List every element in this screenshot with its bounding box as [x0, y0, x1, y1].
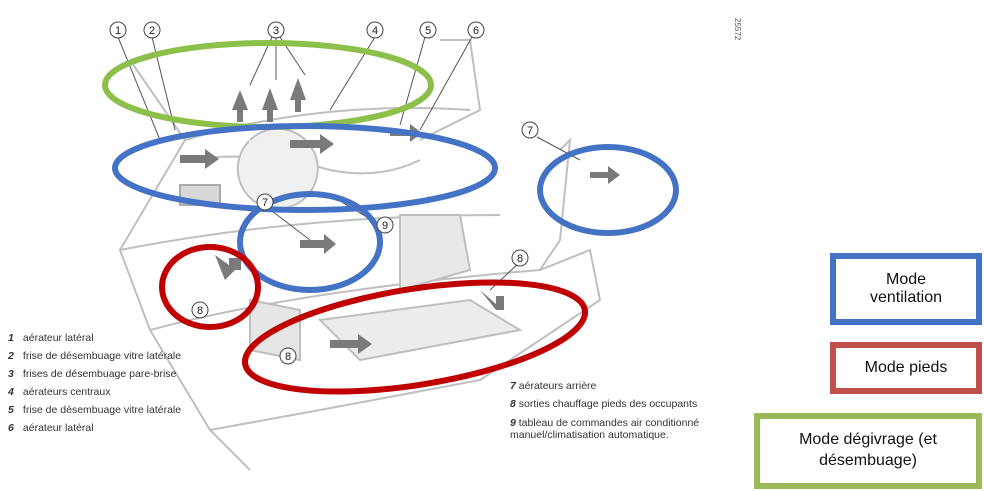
callout-2: 2	[143, 21, 161, 39]
ventilation-zone-ellipse-dashboard	[112, 123, 498, 213]
ventilation-zone-ellipse-rear	[537, 144, 679, 236]
callout-8-floor: 8	[279, 347, 297, 365]
legend-item: 6 aérateur latéral	[8, 422, 94, 434]
legend-item: 5 frise de désembuage vitre latérale	[8, 404, 182, 416]
legend-item: 8 sorties chauffage pieds des occupants	[510, 398, 698, 411]
legend-item: 7 aérateurs arrière	[510, 380, 597, 392]
ventilation-zone-ellipse-center	[237, 191, 383, 293]
legend-item: 1 aérateur latéral	[8, 332, 94, 344]
svg-text:5: 5	[425, 25, 431, 37]
feet-zone-ellipse-left	[159, 244, 261, 330]
mode-ventilation-label: Mode ventilation	[869, 271, 943, 306]
svg-text:6: 6	[473, 25, 479, 37]
callout-circles: 1 2 3 4 5 6 7 7 8 8 8 9	[109, 21, 539, 365]
legend-right: 7 aérateurs arrière 8 sorties chauffage …	[510, 380, 750, 442]
legend-item: 3 frises de désembuage pare-brise	[8, 368, 177, 380]
mode-feet-box: Mode pieds	[830, 342, 982, 394]
callout-1: 1	[109, 21, 127, 39]
callout-4: 4	[366, 21, 384, 39]
svg-text:8: 8	[517, 253, 523, 265]
legend-item: 9 tableau de commandes air conditionné m…	[510, 416, 700, 442]
callout-3: 3	[267, 21, 285, 39]
svg-text:8: 8	[197, 305, 203, 317]
legend-left: 1 aérateur latéral 2 frise de désembuage…	[8, 333, 248, 453]
svg-text:7: 7	[527, 125, 533, 137]
svg-text:9: 9	[382, 220, 388, 232]
legend-item: 4 aérateurs centraux	[8, 386, 111, 398]
mode-feet-label: Mode pieds	[864, 359, 948, 376]
mode-defrost-box: Mode dégivrage (et désembuage)	[754, 413, 982, 489]
feet-zone-ellipse-floor	[241, 279, 589, 395]
svg-text:8: 8	[285, 351, 291, 363]
air-flow-arrows	[180, 78, 620, 354]
callout-7-center: 7	[256, 193, 274, 211]
legend-item: 2 frise de désembuage vitre latérale	[8, 350, 182, 362]
svg-text:3: 3	[273, 25, 279, 37]
svg-text:1: 1	[115, 25, 121, 37]
callout-7-rear: 7	[521, 121, 539, 139]
callout-8-left: 8	[191, 301, 209, 319]
callout-6: 6	[467, 21, 485, 39]
callout-5: 5	[419, 21, 437, 39]
callout-9: 9	[376, 216, 394, 234]
mode-defrost-label: Mode dégivrage (et désembuage)	[799, 431, 937, 469]
svg-text:4: 4	[372, 25, 378, 37]
callout-8-right: 8	[511, 249, 529, 267]
svg-text:7: 7	[262, 197, 268, 209]
figure-code: 25572	[733, 18, 742, 41]
svg-text:2: 2	[149, 25, 155, 37]
mode-ventilation-box: Mode ventilation	[830, 253, 982, 325]
